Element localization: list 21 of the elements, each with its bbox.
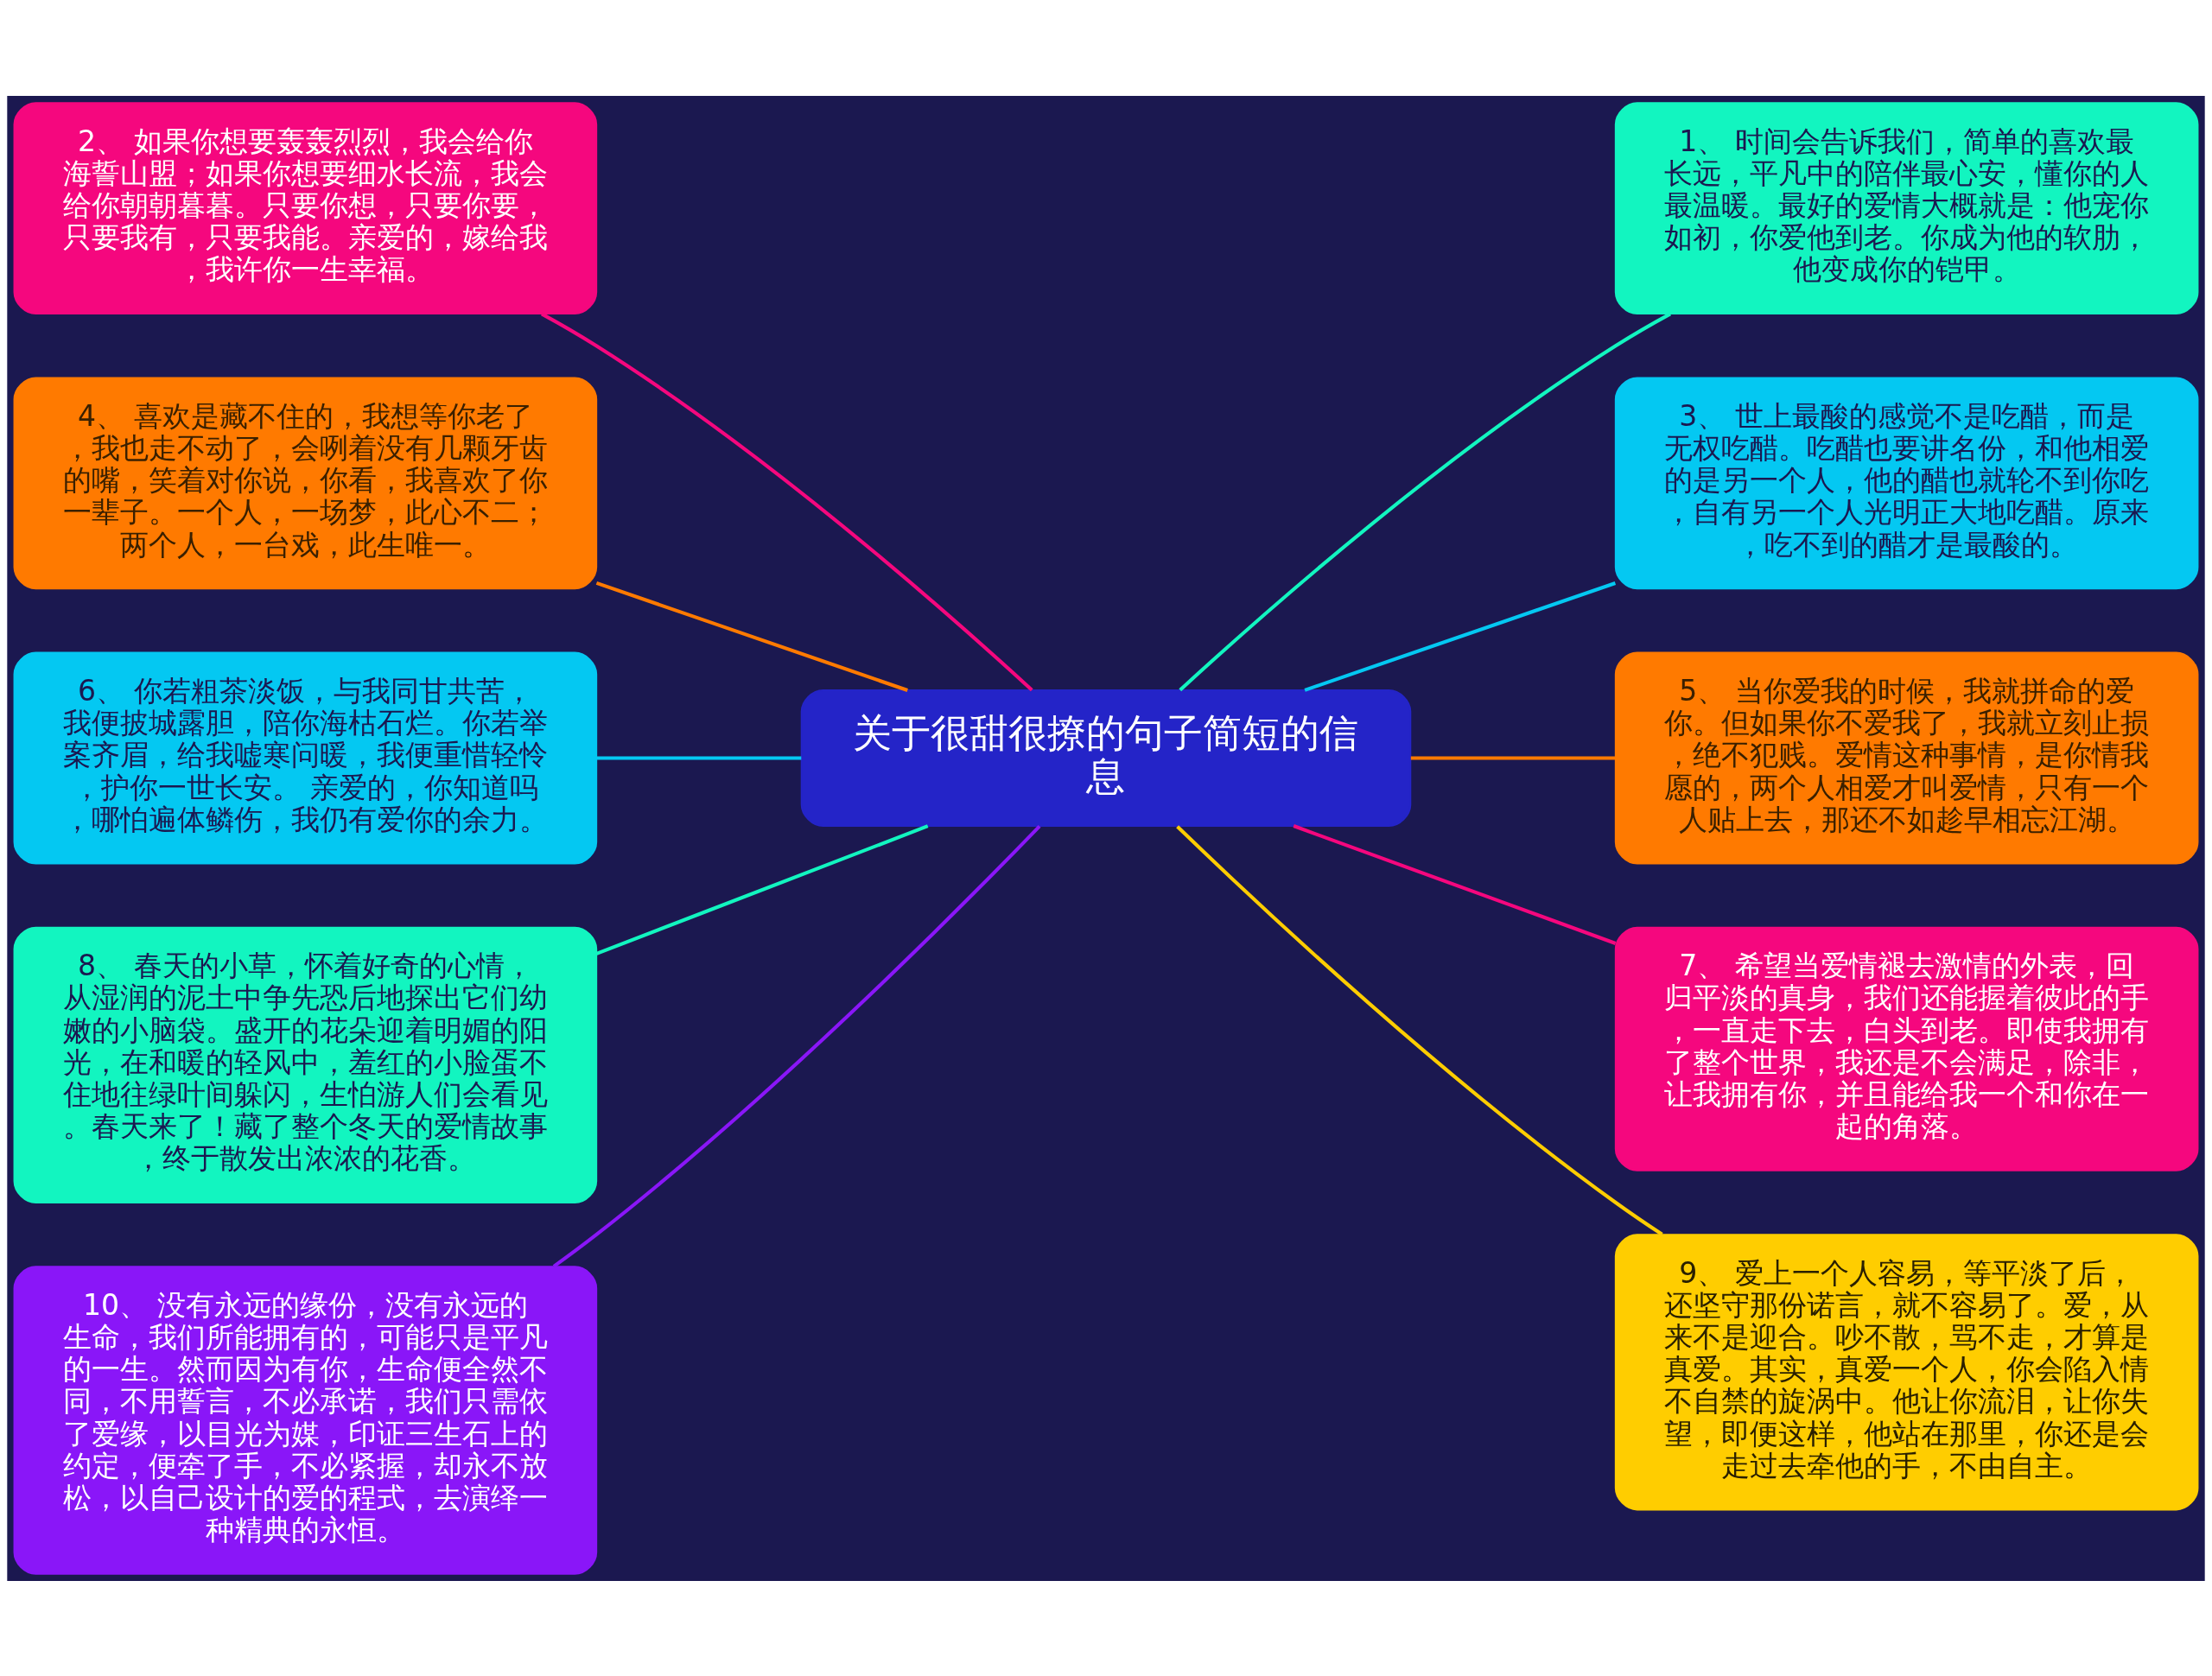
node-box: 9、 爱上一个人容易，等平淡了后，还坚守那份诺言，就不容易了。爱，从来不是迎合。吵不散，骂不走，才算是真爱。其实，真爱一个人，你会陷入情不自禁的旋涡中。他让你流泪，让你失望，即便这样，他站在那里，你还是会走过去牵他的手，不由自主。	[1614, 1233, 2199, 1510]
connector	[596, 755, 802, 760]
node-box: 2、 如果你想要轰轰烈烈，我会给你海誓山盟；如果你想要细水长流，我会给你朝朝暮暮。只要你想，只要你要，只要我有，只要我能。亲爱的，嫁给我，我许你一生幸福。	[13, 101, 598, 314]
node-box: 7、 希望当爱情褪去激情的外表，回归平淡的真身，我们还能握着彼此的手，一直走下去，白头到老。即使我拥有了整个世界，我还是不会满足，除非，让我拥有你，并且能给我一个和你在一起的角落。	[1614, 926, 2199, 1171]
node-box: 关于很甜很撩的句子简短的信息	[800, 689, 1412, 827]
node-box: 1、 时间会告诉我们，简单的喜欢最长远，平凡中的陪伴最心安，懂你的人最温暖。最好的爱情大概就是：他宠你如初，你爱他到老。你成为他的软肋，他变成你的铠甲。	[1614, 101, 2199, 314]
connector	[1304, 581, 1617, 692]
connector	[540, 312, 1033, 691]
connector	[1410, 755, 1616, 760]
node-box: 10、 没有永远的缘份，没有永远的生命，我们所能拥有的，可能只是平凡的一生。然而因为有你，生命便全然不同，不用誓言，不必承诺，我们只需依了爱缘，以目光为媒，印证三生石上的约定，便牵了手，不必紧握，却永不放松，以自己设计的爱的程式，去演绎一种精典的永恒。	[13, 1265, 598, 1575]
connector	[552, 824, 1041, 1268]
node-box: 4、 喜欢是藏不住的，我想等你老了，我也走不动了，会咧着没有几颗牙齿的嘴，笑着对你说，你看，我喜欢了你一辈子。一个人，一场梦，此心不二；两个人，一台戏，此生唯一。	[13, 376, 598, 589]
connector	[595, 823, 929, 955]
connector	[1179, 312, 1672, 691]
connector	[1293, 823, 1617, 945]
node-box: 3、 世上最酸的感觉不是吃醋，而是无权吃醋。吃醋也要讲名份，和他相爱的是另一个人，他的醋也就轮不到你吃，自有另一个人光明正大地吃醋。原来，吃不到的醋才是最酸的。	[1614, 376, 2199, 589]
node-box: 5、 当你爱我的时候，我就拼命的爱你。但如果你不爱我了，我就立刻止损，绝不犯贱。爱情这种事情，是你情我愿的，两个人相爱才叫爱情，只有一个人贴上去，那还不如趁早相忘江湖。	[1614, 651, 2199, 864]
node-box: 8、 春天的小草，怀着好奇的心情，从湿润的泥土中争先恐后地探出它们幼嫩的小脑袋。盛开的花朵迎着明媚的阳光，在和暖的轻风中，羞红的小脸蛋不住地往绿叶间躲闪，生怕游人们会看见。春天来了！藏了整个冬天的爱情故事，终于散发出浓浓的花香。	[13, 926, 598, 1203]
connector	[595, 581, 908, 692]
connector	[1176, 824, 1663, 1236]
node-box: 6、 你若粗茶淡饭，与我同甘共苦，我便披城露胆，陪你海枯石烂。你若举案齐眉，给我嘘寒问暖，我便重惜轻怜，护你一世长安。 亲爱的，你知道吗，哪怕遍体鳞伤，我仍有爱你的余力。	[13, 651, 598, 864]
